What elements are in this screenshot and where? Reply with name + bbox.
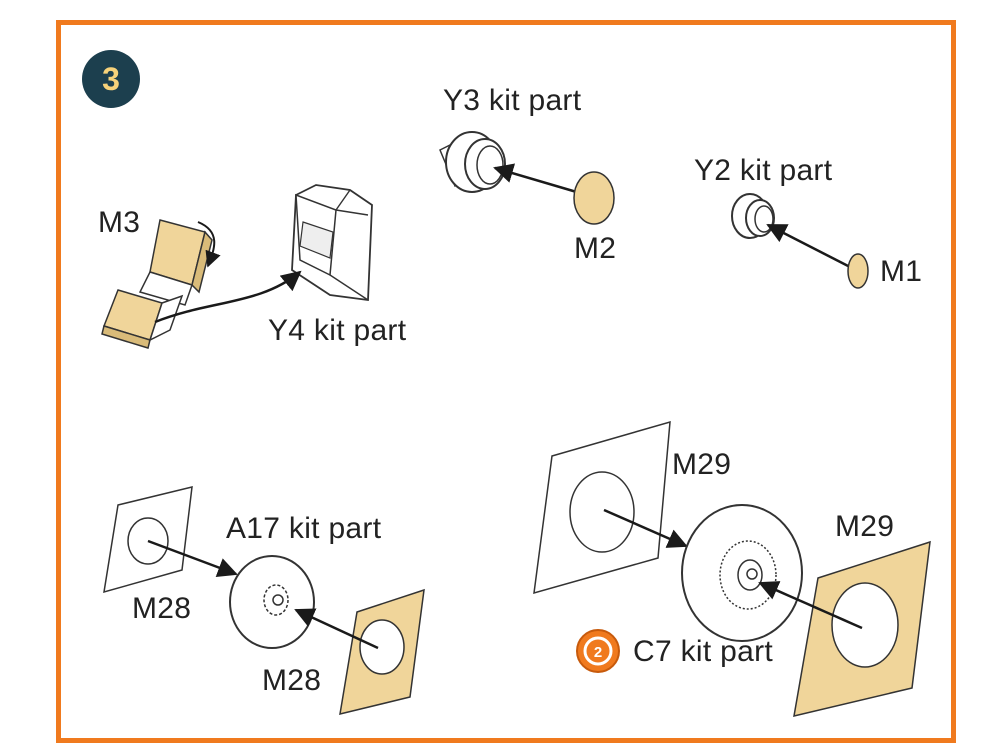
label-m1: M1 <box>880 255 923 288</box>
a17-kit-part <box>229 555 315 649</box>
m28-mask-top <box>103 486 193 594</box>
label-m29-top: M29 <box>672 448 732 481</box>
label-m29-right: M29 <box>835 510 895 543</box>
m29-mask-right <box>793 540 931 717</box>
m1-to-y2-arrow <box>766 223 853 270</box>
orange-frame <box>56 20 956 743</box>
m28-mask-bottom <box>339 588 425 715</box>
m28-to-a17-arrow <box>147 539 238 578</box>
label-m2: M2 <box>574 232 617 265</box>
m29-to-c7-arrow <box>603 508 688 548</box>
y4-kit-part <box>291 184 373 302</box>
step-number-badge: 3 <box>82 50 140 108</box>
label-y4-kit-part: Y4 kit part <box>268 314 407 347</box>
label-m3: M3 <box>98 206 141 239</box>
y2-kit-part <box>731 193 775 239</box>
label-c7-kit-part: C7 kit part <box>633 635 774 668</box>
m28-to-a17-arrow-2 <box>294 608 379 650</box>
m1-etched-disc <box>847 253 869 289</box>
y3-kit-part <box>439 131 506 193</box>
label-m28-top: M28 <box>132 592 192 625</box>
m2-to-y3-arrow <box>493 163 581 195</box>
c7-kit-part <box>681 504 803 642</box>
m2-etched-disc <box>573 171 615 225</box>
m29-to-c7-arrow-2 <box>758 581 863 630</box>
label-a17-kit-part: A17 kit part <box>226 512 382 545</box>
orange-circled-2-icon: 2 <box>576 629 620 673</box>
m29-mask-top <box>533 420 671 595</box>
svg-text:2: 2 <box>594 644 602 661</box>
label-y2-kit-part: Y2 kit part <box>694 154 833 187</box>
label-m28-bottom: M28 <box>262 664 322 697</box>
label-y3-kit-part: Y3 kit part <box>443 84 582 117</box>
m3-to-y4-arrow <box>154 270 302 324</box>
